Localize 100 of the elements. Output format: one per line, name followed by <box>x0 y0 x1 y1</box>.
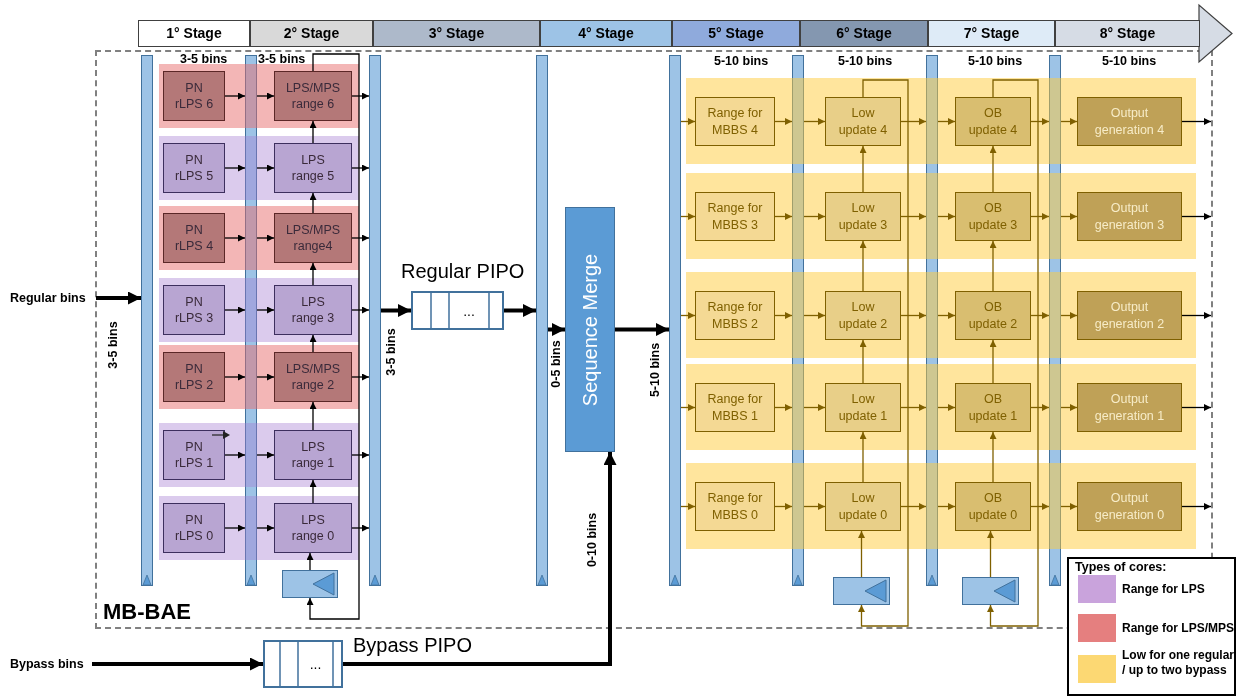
arrow <box>937 118 956 125</box>
process-box: Range for MBBS 0 <box>695 482 775 531</box>
buffer-ellipsis: ... <box>462 301 476 320</box>
arrow <box>306 552 314 571</box>
arrow <box>680 213 696 220</box>
row-band <box>686 463 1196 549</box>
arrow <box>989 240 997 292</box>
pipeline-register <box>1049 55 1061 586</box>
row-band <box>686 173 1196 259</box>
vertical-label: 3-5 bins <box>105 321 121 369</box>
vertical-label: 0-10 bins <box>584 512 600 568</box>
arrow <box>224 373 246 381</box>
process-box: PN rLPS 0 <box>163 503 225 553</box>
arrow <box>1181 118 1212 125</box>
arrow <box>900 312 927 319</box>
process-box: OB update 4 <box>955 97 1031 146</box>
arrow <box>224 524 246 532</box>
arrow <box>803 503 826 510</box>
input-label: Bypass bins <box>10 655 92 673</box>
arrow <box>256 306 275 314</box>
arrow <box>803 213 826 220</box>
arrow <box>774 118 793 125</box>
arrow <box>224 92 246 100</box>
arrow <box>858 530 865 578</box>
arrow <box>96 291 141 305</box>
arrow <box>256 92 275 100</box>
arrow <box>859 240 867 292</box>
buffer-title: Regular PIPO <box>401 260 525 283</box>
text-label: 5-10 bins <box>968 54 1023 69</box>
arrow <box>774 404 793 411</box>
arrow <box>1030 404 1050 411</box>
process-box: Output generation 1 <box>1077 383 1182 432</box>
process-box: OB update 1 <box>955 383 1031 432</box>
vertical-label: 3-5 bins <box>383 328 399 376</box>
arrow <box>256 524 275 532</box>
register-block <box>962 577 1019 605</box>
legend-label: Low for one regular / up to two bypass <box>1122 648 1234 678</box>
pipeline-register <box>926 55 938 586</box>
process-box: OB update 0 <box>955 482 1031 531</box>
arrow <box>309 262 317 286</box>
text-label: 5-10 bins <box>714 54 769 69</box>
arrow <box>351 451 370 459</box>
arrow <box>859 339 867 384</box>
process-box: LPS range 1 <box>274 430 352 480</box>
arrow <box>1181 213 1212 220</box>
text-label: 3-5 bins <box>180 52 228 67</box>
arrow <box>987 79 1039 627</box>
arrow <box>256 164 275 172</box>
process-box: Range for MBBS 2 <box>695 291 775 340</box>
arrow <box>937 404 956 411</box>
arrow <box>859 145 867 193</box>
arrow <box>351 92 370 100</box>
buffer-title: Bypass PIPO <box>353 634 472 657</box>
arrow <box>900 118 927 125</box>
merge-block <box>565 207 615 452</box>
stage-cell: 5° Stage <box>672 20 800 47</box>
arrow <box>1060 213 1078 220</box>
process-box: PN rLPS 3 <box>163 285 225 335</box>
text-label: 5-10 bins <box>1102 54 1157 69</box>
process-box: Low update 3 <box>825 192 901 241</box>
process-box: LPS range 5 <box>274 143 352 193</box>
row-band <box>159 423 359 487</box>
arrow <box>381 304 411 317</box>
arrow <box>224 164 246 172</box>
text-label: 5-10 bins <box>838 54 893 69</box>
pipeline-register <box>536 55 548 586</box>
arrow <box>987 530 994 578</box>
pipeline-register <box>369 55 381 586</box>
arrow <box>309 192 317 214</box>
arrow <box>680 118 696 125</box>
arrow <box>1181 404 1212 411</box>
arrow <box>859 431 867 483</box>
arrow <box>680 312 696 319</box>
arrow <box>1030 312 1050 319</box>
arrow <box>1030 213 1050 220</box>
process-box: Range for MBBS 3 <box>695 192 775 241</box>
arrow <box>92 657 263 671</box>
arrow <box>548 323 565 336</box>
arrow <box>309 479 317 504</box>
arrow <box>343 452 617 666</box>
input-label: Regular bins <box>10 289 96 307</box>
arrow <box>1181 312 1212 319</box>
arrow <box>803 404 826 411</box>
arrow <box>351 373 370 381</box>
arrow <box>224 234 246 242</box>
arrow <box>309 334 317 353</box>
process-box: Output generation 2 <box>1077 291 1182 340</box>
register-block <box>833 577 890 605</box>
vertical-label: 0-5 bins <box>548 340 564 388</box>
arrow <box>1030 503 1050 510</box>
arrow <box>351 524 370 532</box>
arrow <box>615 323 669 336</box>
row-band <box>686 78 1196 164</box>
container-title: MB-BAE <box>103 599 191 625</box>
process-box: PN rLPS 4 <box>163 213 225 263</box>
process-box: Low update 2 <box>825 291 901 340</box>
arrow <box>256 451 275 459</box>
arrow <box>774 503 793 510</box>
process-box: PN rLPS 6 <box>163 71 225 121</box>
process-box: Range for MBBS 4 <box>695 97 775 146</box>
